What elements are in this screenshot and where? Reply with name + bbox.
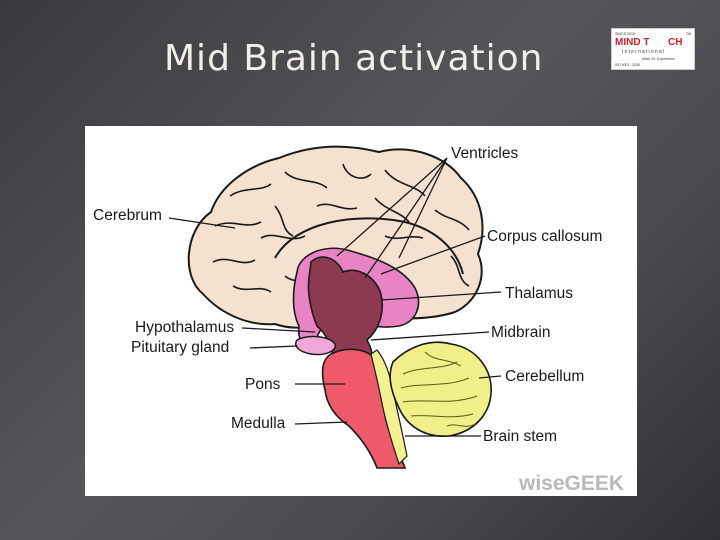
label-brain-stem: Brain stem: [483, 428, 557, 445]
logo-brand-b: CH: [668, 37, 682, 48]
label-thalamus: Thalamus: [505, 285, 573, 302]
logo-since-text: SINCE 2016: [615, 32, 635, 36]
slide-title: Mid Brain activation: [164, 38, 544, 79]
label-medulla: Medulla: [231, 415, 286, 432]
label-hypothalamus: Hypothalamus: [135, 319, 234, 336]
label-cerebrum: Cerebrum: [93, 207, 162, 224]
label-ventricles: Ventricles: [451, 145, 518, 162]
label-pons: Pons: [245, 376, 281, 393]
label-corpus-callosum: Corpus callosum: [487, 228, 602, 245]
logo-tagline: Mind, Dr. Experience: [642, 57, 675, 61]
label-cerebellum: Cerebellum: [505, 368, 584, 385]
corpus-callosum-shape: [274, 217, 464, 275]
pituitary-shape: [295, 335, 336, 356]
brain-diagram: Ventricles Cerebrum Corpus callosum Thal…: [85, 126, 637, 496]
logo-tm-text: TM: [686, 32, 691, 36]
wisegeek-watermark: wiseGEEK: [518, 472, 624, 495]
label-midbrain: Midbrain: [491, 324, 550, 341]
logo-subtitle: International: [622, 49, 665, 55]
cerebellum-folia: [400, 351, 478, 427]
logo-graphic: SINCE 2016 TM MIND T CH International Mi…: [615, 32, 691, 67]
logo-reg-text: ISO 9001 : 2008: [615, 63, 640, 67]
cerebrum-gyri: [212, 163, 470, 293]
label-pituitary-gland: Pituitary gland: [131, 339, 229, 356]
mind-tech-logo: SINCE 2016 TM MIND T CH International Mi…: [611, 28, 695, 70]
cerebellum-shape: [389, 341, 492, 437]
leader-lines: [168, 157, 502, 437]
brain-diagram-svg: Ventricles Cerebrum Corpus callosum Thal…: [93, 145, 624, 495]
diagram-labels: Ventricles Cerebrum Corpus callosum Thal…: [93, 145, 602, 445]
logo-brand-a: MIND T: [615, 37, 649, 48]
